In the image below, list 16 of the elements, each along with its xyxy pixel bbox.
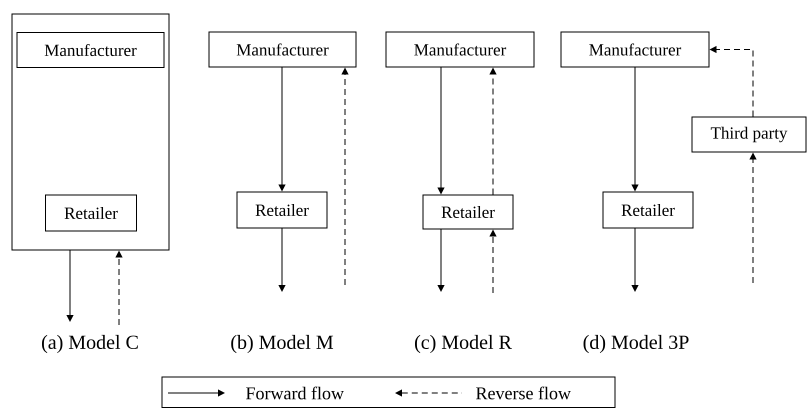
entity-box: Manufacturer bbox=[16, 32, 164, 68]
entity-box: Retailer bbox=[45, 194, 137, 232]
entity-box: Retailer bbox=[602, 192, 694, 228]
enclosing-box bbox=[12, 14, 170, 250]
entity-box: Manufacturer bbox=[560, 32, 710, 68]
entity-box: Manufacturer bbox=[208, 32, 356, 68]
entity-box: Manufacturer bbox=[386, 32, 534, 68]
model-caption: (c) Model R bbox=[415, 334, 512, 354]
model-caption: (a) Model C bbox=[42, 334, 138, 354]
legend-text: Forward flow bbox=[246, 386, 344, 400]
entity-box: Retailer bbox=[422, 194, 514, 230]
entity-box: Retailer bbox=[236, 192, 328, 228]
model-caption: (b) Model M bbox=[231, 334, 334, 354]
legend-text: Reverse flow bbox=[476, 386, 571, 400]
model-caption: (d) Model 3P bbox=[584, 334, 689, 354]
entity-box: Third party bbox=[692, 116, 806, 152]
